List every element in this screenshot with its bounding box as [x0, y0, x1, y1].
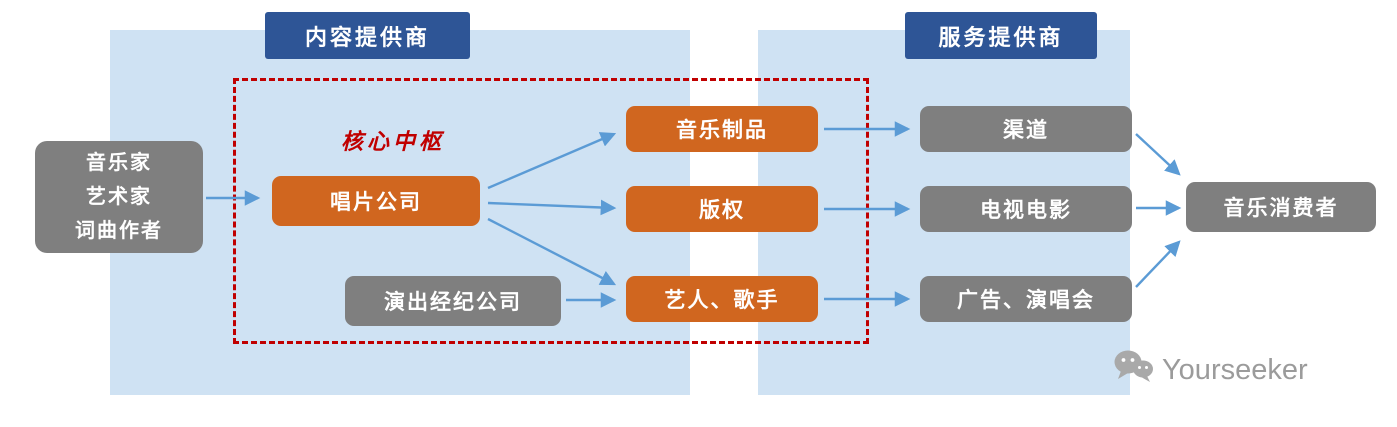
node-channels: 渠道: [920, 106, 1132, 152]
node-artists-singers: 艺人、歌手: [626, 276, 818, 322]
header-content-provider: 内容提供商: [265, 12, 470, 59]
core-hub-outline: [233, 78, 869, 344]
node-creators-line-1: 音乐家: [86, 152, 152, 174]
node-music-consumers: 音乐消费者: [1186, 182, 1376, 232]
node-performance-agency: 演出经纪公司: [345, 276, 561, 326]
node-creators: 音乐家 艺术家 词曲作者: [35, 141, 203, 253]
watermark-brand: Yourseeker: [1162, 353, 1308, 386]
node-ads-concerts: 广告、演唱会: [920, 276, 1132, 322]
node-tv-film: 电视电影: [920, 186, 1132, 232]
node-creators-line-3: 词曲作者: [75, 220, 163, 242]
header-service-provider: 服务提供商: [905, 12, 1097, 59]
node-music-products: 音乐制品: [626, 106, 818, 152]
node-record-company: 唱片公司: [272, 176, 480, 226]
node-creators-line-2: 艺术家: [86, 186, 152, 208]
core-hub-label: 核心中枢: [340, 129, 445, 154]
wechat-icon: [1112, 348, 1154, 392]
node-copyright: 版权: [626, 186, 818, 232]
arrow-ads-concerts-to-consumers: [1135, 240, 1181, 288]
arrow-channels-to-consumers: [1135, 133, 1181, 176]
watermark: Yourseeker: [1112, 350, 1308, 390]
